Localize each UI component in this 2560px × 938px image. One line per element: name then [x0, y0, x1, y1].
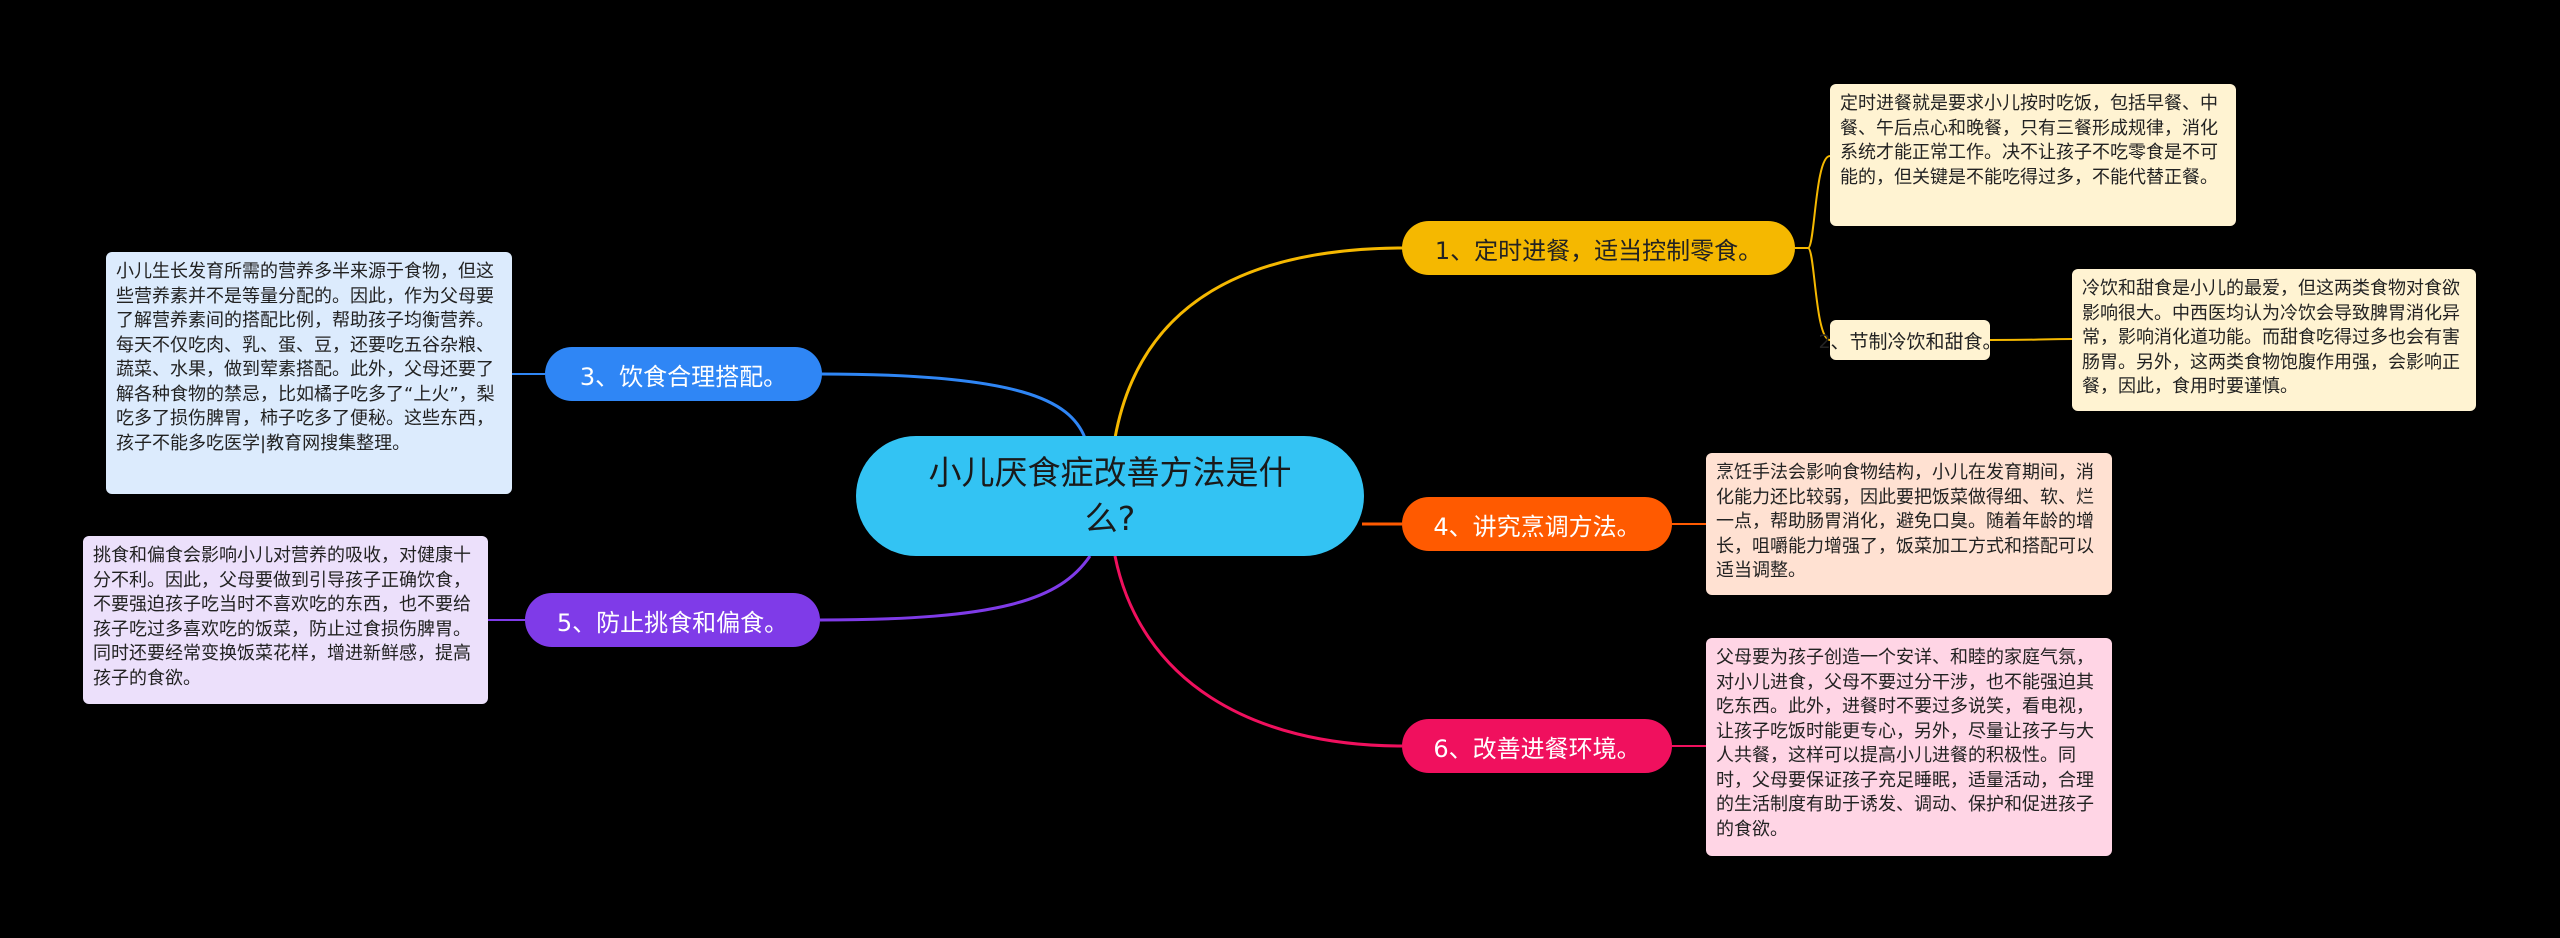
branch-4-label: 4、讲究烹调方法。 — [1433, 512, 1641, 541]
branch-3[interactable]: 3、饮食合理搭配。 — [545, 347, 822, 401]
branch-5[interactable]: 5、防止挑食和偏食。 — [525, 593, 820, 647]
leaf-branch-5-text: 挑食和偏食会影响小儿对营养的吸收，对健康十分不利。因此，父母要做到引导孩子正确饮… — [93, 545, 471, 689]
leaf-branch-1: 定时进餐就是要求小儿按时吃饭，包括早餐、中餐、午后点心和晚餐，只有三餐形成规律，… — [1830, 84, 2236, 226]
link-branch-1-bracket — [1795, 155, 1831, 249]
branch-6[interactable]: 6、改善进餐环境。 — [1402, 719, 1672, 773]
leaf-branch-3: 小儿生长发育所需的营养多半来源于食物，但这些营养素并不是等量分配的。因此，作为父… — [106, 252, 512, 494]
branch-3-label: 3、饮食合理搭配。 — [579, 362, 788, 391]
branch-1-label: 1、定时进餐，适当控制零食。 — [1434, 236, 1763, 265]
link-central-branch-5 — [819, 555, 1092, 622]
link-sub-leaf — [1989, 338, 2073, 341]
sub-branch-2-label: 2、节制冷饮和甜食。 — [1818, 330, 2002, 353]
branch-6-label: 6、改善进餐环境。 — [1433, 734, 1641, 763]
leaf-branch-5: 挑食和偏食会影响小儿对营养的吸收，对健康十分不利。因此，父母要做到引导孩子正确饮… — [83, 536, 488, 704]
link-central-branch-1 — [1113, 246, 1406, 439]
link-central-branch-6 — [1113, 555, 1403, 748]
link-branch-1-sub — [1807, 247, 1831, 341]
leaf-branch-6: 父母要为孩子创造一个安详、和睦的家庭气氛，对小儿进食，父母不要过分干涉，也不能强… — [1706, 638, 2112, 856]
central-topic-label: 小儿厌食症改善方法是什么? — [928, 453, 1292, 538]
leaf-sub-branch-2: 冷饮和甜食是小儿的最爱，但这两类食物对食欲影响很大。中西医均认为冷饮会导致脾胃消… — [2072, 269, 2476, 411]
leaf-branch-1-text: 定时进餐就是要求小儿按时吃饭，包括早餐、中餐、午后点心和晚餐，只有三餐形成规律，… — [1840, 93, 2218, 188]
leaf-branch-3-text: 小儿生长发育所需的营养多半来源于食物，但这些营养素并不是等量分配的。因此，作为父… — [116, 261, 495, 454]
leaf-branch-4-text: 烹饪手法会影响食物结构，小儿在发育期间，消化能力还比较弱，因此要把饭菜做得细、软… — [1716, 462, 2094, 581]
branch-4[interactable]: 4、讲究烹调方法。 — [1402, 497, 1672, 551]
leaf-branch-4: 烹饪手法会影响食物结构，小儿在发育期间，消化能力还比较弱，因此要把饭菜做得细、软… — [1706, 453, 2112, 595]
central-topic[interactable]: 小儿厌食症改善方法是什么? — [856, 436, 1364, 556]
sub-branch-2[interactable]: 2、节制冷饮和甜食。 — [1818, 320, 2002, 360]
link-central-branch-3 — [819, 372, 1087, 439]
leaf-branch-6-text: 父母要为孩子创造一个安详、和睦的家庭气氛，对小儿进食，父母不要过分干涉，也不能强… — [1716, 647, 2094, 840]
branch-5-label: 5、防止挑食和偏食。 — [556, 608, 789, 637]
leaf-sub-branch-2-text: 冷饮和甜食是小儿的最爱，但这两类食物对食欲影响很大。中西医均认为冷饮会导致脾胃消… — [2082, 278, 2460, 397]
branch-1[interactable]: 1、定时进餐，适当控制零食。 — [1402, 221, 1795, 275]
